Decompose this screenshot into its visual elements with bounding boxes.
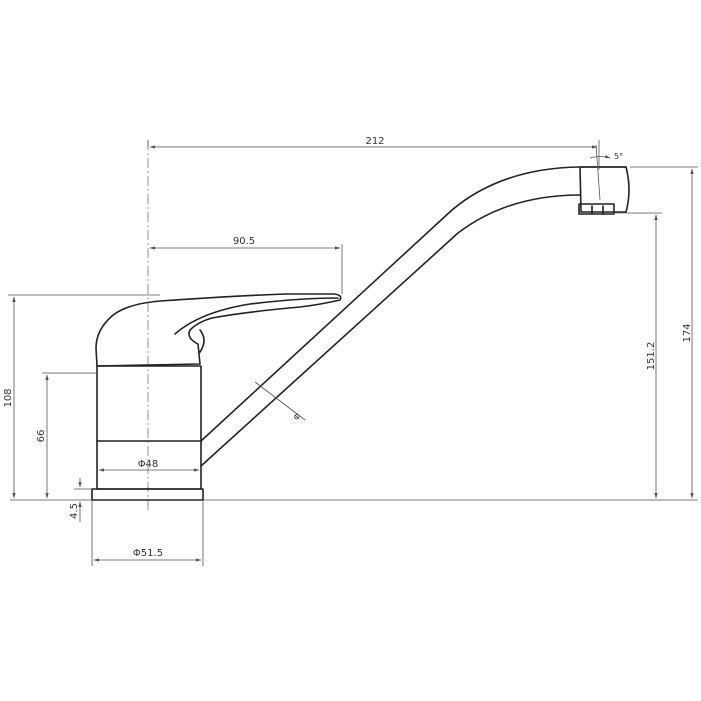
dim-label-4-5: 4.5 [69,503,80,519]
dim-lever-reach: 90.5 [149,236,343,294]
dim-label-212: 212 [365,136,384,147]
dim-label-5deg: 5° [614,152,623,161]
spout-head [579,166,630,213]
dim-body-height: 66 [36,372,97,499]
aerator-detail [591,205,604,215]
dim-base-diameter: Φ51.5 [91,500,204,566]
dim-spout-angle: 5° [589,144,623,201]
dim-label-90-5: 90.5 [233,236,255,247]
dim-label-108: 108 [3,388,14,407]
dim-lever-height: 108 [3,294,160,499]
dim-label-phi48: Φ48 [138,459,159,470]
spout-outer [200,166,627,442]
lever-handle [95,293,342,367]
body-cylinder [96,365,202,490]
lever-knob [199,329,205,353]
lever-handle-inner [174,297,339,335]
base-plate [91,488,204,501]
dim-outlet-height: 151.2 [614,212,662,499]
dim-label-66: 66 [36,430,47,443]
dim-body-diameter: Φ48 [98,459,200,472]
dim-label-phi51-5: Φ51.5 [133,548,163,559]
spout-inner [200,194,581,467]
dim-spout-reach: 212 [147,136,600,170]
dim-base-height: 4.5 [69,478,92,522]
faucet-outline [91,166,630,501]
dim-label-spout-phi: Φ [292,412,303,423]
dim-spout-diameter: Φ [254,381,306,423]
dim-total-height: 174 [630,166,698,499]
dim-label-151-2: 151.2 [646,342,657,371]
dim-label-174: 174 [682,323,693,342]
aerator-outlet [578,203,615,215]
